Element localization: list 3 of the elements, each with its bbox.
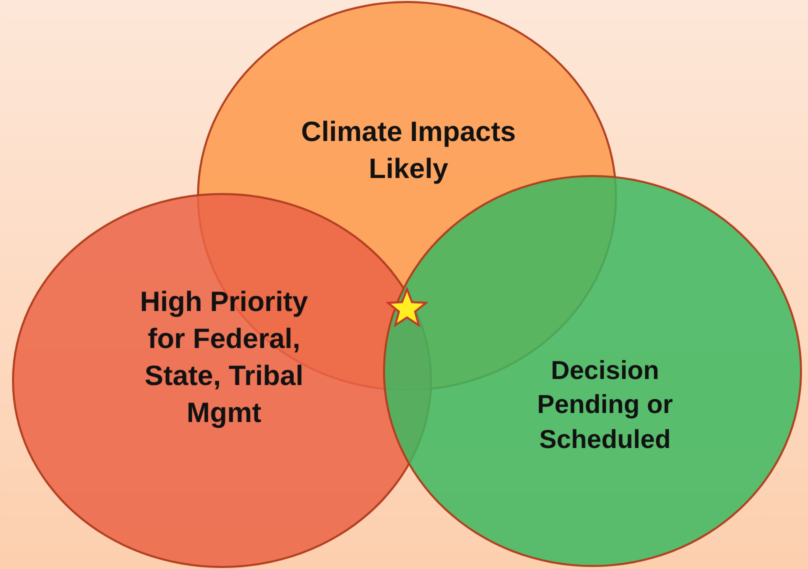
circle-label: Climate Impacts Likely <box>301 115 516 186</box>
circle-label: Decision Pending or Scheduled <box>536 354 674 456</box>
circle-label: High Priority for Federal, State, Tribal Mgmt <box>138 285 309 430</box>
